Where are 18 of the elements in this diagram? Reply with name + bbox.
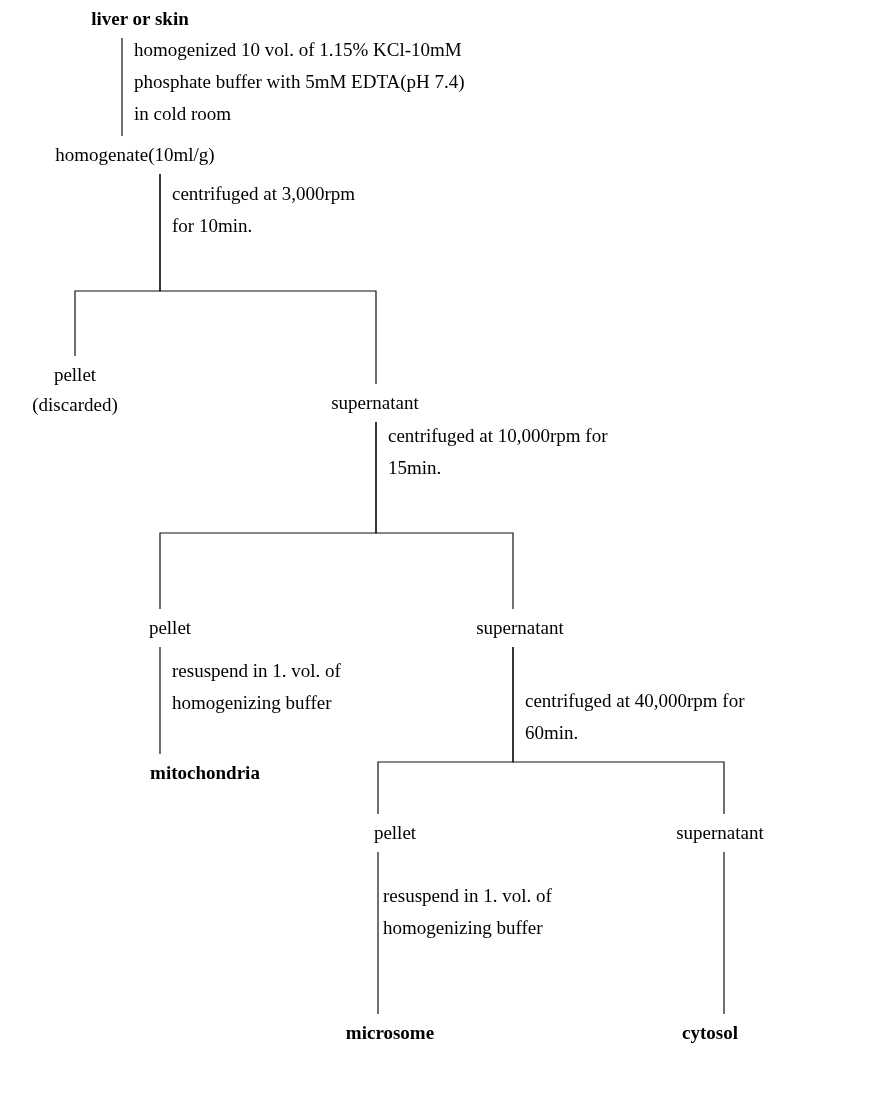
step-label: supernatant bbox=[450, 613, 590, 643]
connector-line bbox=[375, 421, 514, 610]
fraction-label: liver or skin bbox=[70, 4, 210, 34]
fraction-label: microsome bbox=[320, 1018, 460, 1048]
step-label: homogenate(10ml/g) bbox=[35, 140, 235, 170]
step-label: pellet bbox=[120, 613, 220, 643]
connector-line bbox=[377, 851, 379, 1015]
connector-line bbox=[159, 646, 161, 755]
step-label: supernatant bbox=[650, 818, 790, 848]
fraction-label: cytosol bbox=[655, 1018, 765, 1048]
connector-line bbox=[159, 173, 377, 385]
connector-line bbox=[723, 851, 725, 1015]
fraction-label: mitochondria bbox=[125, 758, 285, 788]
step-label: pellet bbox=[340, 818, 450, 848]
connector-line bbox=[512, 646, 725, 815]
connector-line bbox=[121, 37, 123, 137]
step-label: pellet (discarded) bbox=[10, 360, 140, 420]
step-label: supernatant bbox=[290, 388, 460, 418]
